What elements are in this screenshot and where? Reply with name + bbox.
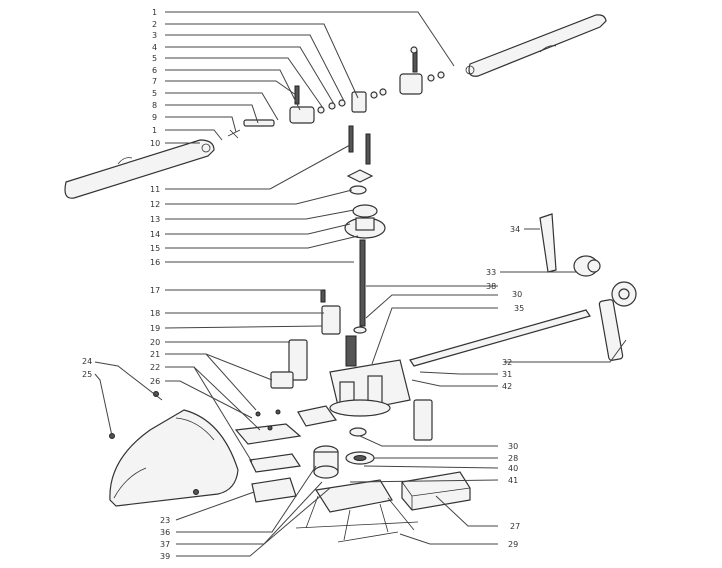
motor-and-gear [313,427,375,479]
callout-1: 1 [152,8,157,17]
callout-30b: 30 [508,442,518,451]
callout-28: 28 [508,454,518,463]
callout-17: 17 [150,286,160,295]
servos-left [270,289,341,389]
callout-34: 34 [510,225,520,234]
callout-30a: 30 [512,290,522,299]
callout-3: 3 [152,31,157,40]
callout-33: 33 [486,268,496,277]
callout-32: 32 [502,358,512,367]
rotor-head [227,46,445,165]
callout-18: 18 [150,309,160,318]
callout-36: 36 [160,528,170,537]
callout-23: 23 [160,516,170,525]
callout-15: 15 [150,244,160,253]
callout-9: 9 [152,113,157,122]
callout-6: 6 [152,66,157,75]
callout-13: 13 [150,215,160,224]
callout-11: 11 [150,185,160,194]
callout-42: 42 [502,382,512,391]
callout-19: 19 [150,324,160,333]
rotor-blade-left [64,139,215,199]
callout-31: 31 [502,370,512,379]
leader-lines [94,11,627,557]
callout-20: 20 [150,338,160,347]
callout-2: 2 [152,20,157,29]
callout-5: 5 [152,54,157,63]
callout-26: 26 [150,377,160,386]
main-frame [297,359,433,441]
callout-37: 37 [160,540,170,549]
callout-14: 14 [150,230,160,239]
callout-12: 12 [150,200,160,209]
callout-25: 25 [82,370,92,379]
callout-4: 4 [152,43,157,52]
callout-40: 40 [508,464,518,473]
callout-22: 22 [150,363,160,372]
callout-21: 21 [150,350,160,359]
callout-1b: 1 [152,126,157,135]
landing-gear [295,479,419,543]
callout-38: 38 [486,282,496,291]
callout-27: 27 [510,522,520,531]
swashplate-assembly [344,169,386,367]
callout-41: 41 [508,476,518,485]
callout-10: 10 [150,139,160,148]
callout-24: 24 [82,357,92,366]
callout-39: 39 [160,552,170,561]
callout-16: 16 [150,258,160,267]
callout-labels: 1 2 3 4 5 6 7 5 8 9 1 10 11 12 13 14 15 … [82,8,524,561]
callout-29: 29 [508,540,518,549]
callout-5b: 5 [152,89,157,98]
rotor-blade-right [465,14,607,77]
tail-assembly [409,213,637,367]
canopy [109,391,239,507]
callout-35: 35 [514,304,524,313]
callout-8: 8 [152,101,157,110]
battery [401,471,471,511]
electronics [234,409,302,503]
callout-7: 7 [152,77,157,86]
